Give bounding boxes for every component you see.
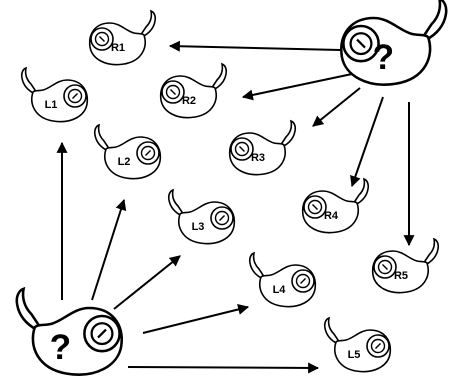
flagellum-shape	[354, 177, 370, 207]
flagellum-shape	[141, 9, 157, 39]
flagellum-shape	[423, 0, 448, 43]
cell-target: ?	[340, 0, 448, 86]
arrow-target-to-r4	[350, 96, 384, 188]
cell-source: ?	[15, 286, 123, 376]
nucleus-mark	[375, 343, 381, 349]
cell-l2: L2	[93, 123, 162, 180]
cell-label-l5: L5	[348, 349, 361, 361]
cell-r4: R4	[301, 177, 370, 234]
flagellum-shape	[424, 237, 440, 267]
flagellum-shape	[15, 286, 40, 333]
nucleus-mark	[99, 36, 105, 42]
nucleus-mark	[170, 89, 176, 95]
cell-l5: L5	[323, 316, 392, 373]
nucleus-mark	[382, 264, 388, 270]
nucleus-mark	[312, 204, 318, 210]
flagellum-shape	[281, 119, 297, 149]
cell-l3: L3	[167, 188, 236, 245]
cell-r5: R5	[371, 237, 440, 294]
cell-label-r1: R1	[111, 42, 125, 54]
cell-label-r4: R4	[324, 210, 339, 222]
nucleus-mark	[300, 278, 306, 284]
cell-r2: R2	[159, 62, 228, 119]
arrow-target-to-r1	[168, 40, 341, 52]
cell-l4: L4	[248, 251, 317, 308]
cell-label-l2: L2	[118, 156, 131, 168]
cell-r1: R1	[88, 9, 157, 66]
nucleus-mark	[219, 215, 225, 221]
nucleus-mark	[356, 38, 366, 49]
cell-label-r3: R3	[251, 152, 265, 164]
flagellum-shape	[20, 66, 36, 96]
arrow-source-to-l3	[113, 255, 181, 310]
nucleus-mark	[97, 328, 107, 339]
cell-r3: R3	[228, 119, 297, 176]
arrow-source-to-l2	[91, 198, 127, 301]
question-mark-target: ?	[373, 38, 395, 77]
flagellum-shape	[323, 316, 339, 346]
arrow-target-to-r3	[312, 87, 361, 127]
flagellum-shape	[248, 251, 264, 281]
flagellum-shape	[93, 123, 109, 153]
arrows-layer	[56, 40, 415, 374]
cell-label-l3: L3	[192, 221, 205, 233]
cell-label-l4: L4	[273, 284, 287, 296]
cell-l1: L1	[20, 66, 89, 123]
arrow-source-to-l5	[127, 362, 320, 374]
flagellum-shape	[212, 62, 228, 92]
nucleus-mark	[72, 93, 78, 99]
arrow-target-to-r2	[241, 73, 353, 101]
cell-label-r2: R2	[182, 95, 196, 107]
nucleus-mark	[239, 146, 245, 152]
arrow-source-to-l4	[142, 304, 250, 334]
cell-label-r5: R5	[394, 270, 408, 282]
cell-label-l1: L1	[45, 99, 58, 111]
question-mark-source: ?	[50, 328, 72, 367]
nucleus-mark	[145, 150, 151, 156]
flagellum-shape	[167, 188, 183, 218]
